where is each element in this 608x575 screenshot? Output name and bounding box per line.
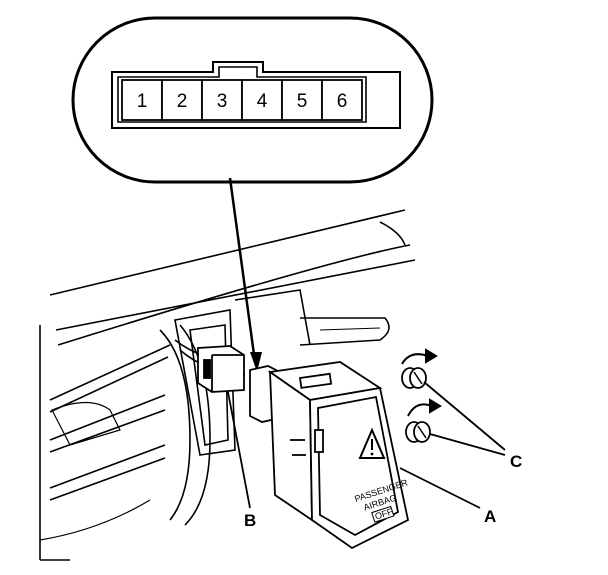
pin-label-3: 3 xyxy=(217,91,228,112)
dashboard-panel xyxy=(39,209,416,561)
rotate-arrow-icon xyxy=(401,348,438,365)
pin-label-6: 6 xyxy=(337,91,348,112)
callout-a-label: A xyxy=(484,507,496,526)
connector-face: 1 2 3 4 5 6 xyxy=(111,61,401,129)
harness-connector-b xyxy=(197,345,245,393)
callout-c-label: C xyxy=(510,452,522,471)
screw-lower xyxy=(405,421,431,443)
pin-cell-3 xyxy=(201,79,243,121)
detail-leader-line xyxy=(228,177,262,372)
callout-leaders xyxy=(227,381,506,509)
pin-label-5: 5 xyxy=(297,91,308,112)
pin-cell-6 xyxy=(321,79,363,121)
pin-label-2: 2 xyxy=(177,91,188,112)
screw-upper xyxy=(401,367,427,389)
rotate-arrow-icon xyxy=(407,398,442,417)
callout-b-label: B xyxy=(244,511,256,530)
pin-cell-5 xyxy=(281,79,323,121)
pin-label-4: 4 xyxy=(257,91,268,112)
passenger-airbag-switch-a xyxy=(249,361,410,550)
warning-triangle-icon xyxy=(358,427,386,459)
pin-label-1: 1 xyxy=(137,91,148,112)
pin-cell-2 xyxy=(161,79,203,121)
